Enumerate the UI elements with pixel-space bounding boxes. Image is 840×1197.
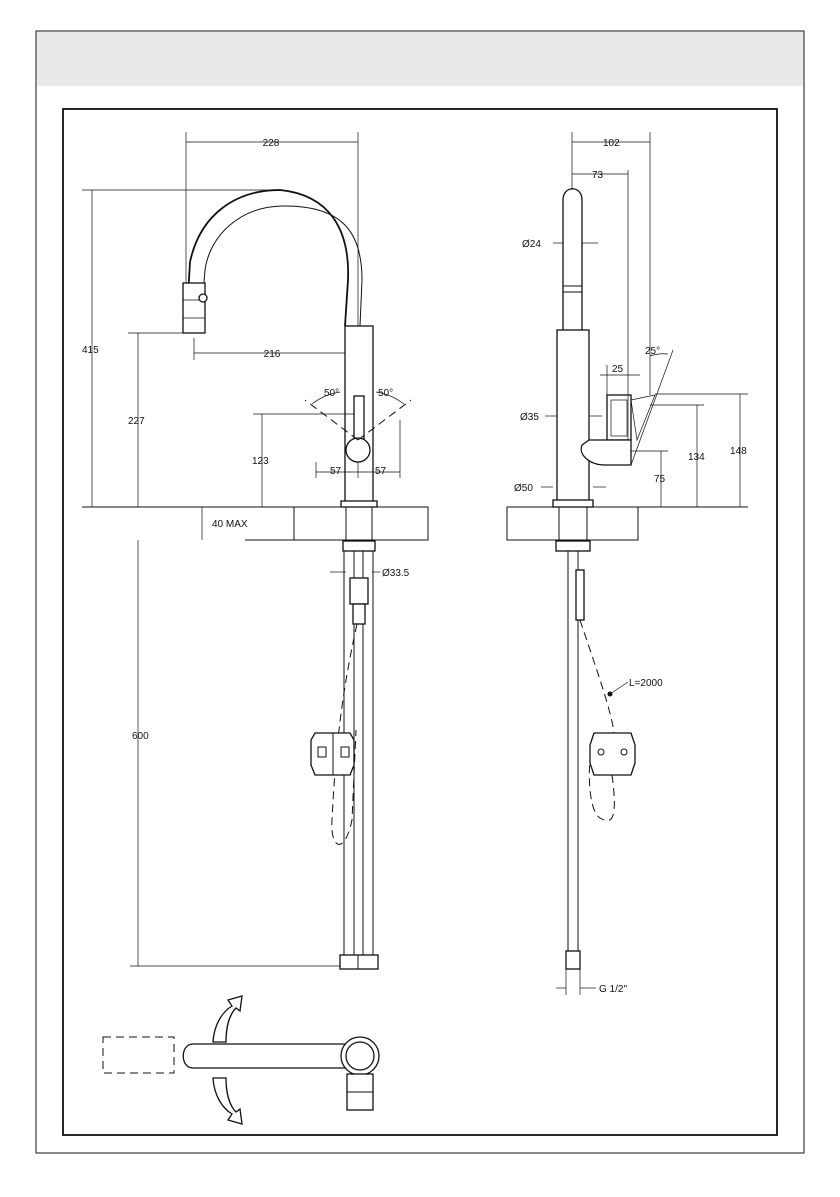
dim-lever-height: 123 xyxy=(252,456,269,467)
side-connector xyxy=(566,951,580,969)
dim-hose-length: 600 xyxy=(132,731,149,742)
dim-angle-right: 50° xyxy=(378,388,393,399)
top-view-sink-outline xyxy=(103,1037,174,1073)
side-view: 102 73 Ø24 25° 25 Ø35 Ø50 75 134 xyxy=(507,132,748,995)
side-worktop xyxy=(507,507,638,540)
rotate-up-arrow-icon xyxy=(213,996,242,1042)
dim-head-offset: 73 xyxy=(592,170,604,181)
dim-hole-diameter: Ø33.5 xyxy=(382,568,410,579)
side-spout-body xyxy=(557,330,589,502)
outer-frame xyxy=(36,31,804,1153)
front-connectors xyxy=(340,955,378,969)
dim-lever-high: 148 xyxy=(730,446,747,457)
dim-total-height: 415 xyxy=(82,345,99,356)
dim-lever-left: 57 xyxy=(330,466,342,477)
side-lever xyxy=(607,395,631,440)
inner-frame xyxy=(63,109,777,1135)
front-spray-head xyxy=(183,283,205,333)
dim-lever-right: 57 xyxy=(375,466,387,477)
rotate-down-arrow-icon xyxy=(213,1078,242,1124)
front-view: 228 415 227 216 123 50° 50° 57 57 40 MAX xyxy=(82,132,428,969)
dim-lever-low: 75 xyxy=(654,474,666,485)
dim-lever-mid: 134 xyxy=(688,452,705,463)
dim-body-diameter: Ø35 xyxy=(520,412,539,423)
top-view-spout xyxy=(183,1044,360,1068)
side-spray-head xyxy=(563,189,582,330)
dim-connection: G 1/2" xyxy=(599,984,627,995)
header-band xyxy=(37,32,803,86)
dim-spray-diameter: Ø24 xyxy=(522,239,541,250)
dim-overall-depth: 102 xyxy=(603,138,620,149)
dim-spout-height: 227 xyxy=(128,416,145,427)
side-hose-weight xyxy=(590,733,635,775)
dim-lever-width: 25 xyxy=(612,364,624,375)
dim-spout-reach: 228 xyxy=(263,138,280,149)
front-lever-knob xyxy=(346,438,370,462)
dim-angle-left: 50° xyxy=(324,388,339,399)
top-view xyxy=(103,996,379,1124)
dim-spout-offset: 216 xyxy=(264,349,281,360)
front-worktop xyxy=(294,507,428,540)
dim-pull-out-hose: L=2000 xyxy=(629,678,663,689)
dim-base-diameter: Ø50 xyxy=(514,483,533,494)
dim-worktop-max: 40 MAX xyxy=(212,519,248,530)
front-spout-arc-outer xyxy=(186,190,348,330)
